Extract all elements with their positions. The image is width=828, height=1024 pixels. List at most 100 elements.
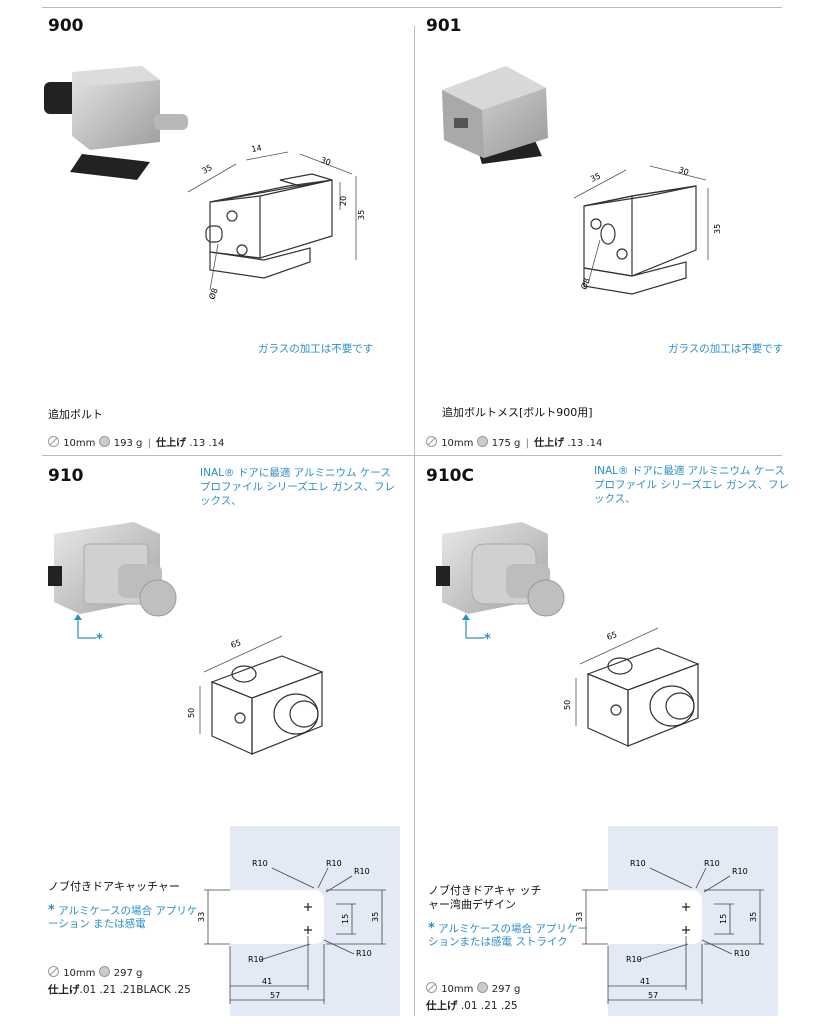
radius-label: R10 bbox=[356, 949, 372, 958]
glass-thickness-icon bbox=[426, 436, 437, 447]
dim-label: 15 bbox=[719, 914, 728, 924]
radius-label: R10 bbox=[630, 859, 646, 868]
dim-label: 57 bbox=[648, 991, 658, 1000]
product-code: 900 bbox=[48, 16, 84, 36]
product-code: 910 bbox=[48, 466, 84, 486]
dim-label: 30 bbox=[319, 155, 332, 167]
dim-label: 65 bbox=[606, 630, 619, 642]
dim-label: 33 bbox=[197, 912, 206, 922]
product-photo-910C bbox=[436, 522, 565, 617]
finish-label: 仕上げ bbox=[534, 438, 565, 449]
asterisk-mark: * bbox=[484, 632, 491, 647]
dim-label: 65 bbox=[230, 638, 243, 650]
product-name: 追加ボルト bbox=[48, 408, 103, 421]
weight-icon bbox=[476, 982, 488, 993]
radius-label: R10 bbox=[704, 859, 720, 868]
asterisk-pointer bbox=[462, 614, 484, 639]
application-note: INAL® ドアに最適 アルミニウム ケースプロファイル シリーズエレ ガンス、… bbox=[200, 467, 395, 507]
dim-label: 35 bbox=[201, 163, 214, 176]
finish-codes: .01 .21 .25 bbox=[460, 1000, 518, 1012]
dim-label: 35 bbox=[357, 210, 366, 220]
technical-drawing-910: 65 50 bbox=[187, 635, 324, 755]
finish-label: 仕上げ bbox=[156, 438, 187, 449]
top-divider bbox=[42, 7, 782, 8]
dim-label: 30 bbox=[677, 165, 689, 177]
finish-label: 仕上げ bbox=[426, 1000, 458, 1012]
product-spec: 10mm 297 g bbox=[426, 982, 520, 995]
application-note: INAL® ドアに最適 アルミニウム ケースプロファイル シリーズエレ ガンス、… bbox=[594, 465, 789, 505]
weight: 297 g bbox=[113, 968, 143, 979]
dim-label: 50 bbox=[187, 708, 196, 718]
middle-divider bbox=[42, 455, 782, 456]
glass-cut-template-910: R10 R10 R10 R10 R10 33 15 35 41 57 bbox=[197, 826, 400, 1016]
product-name: ノブ付きドアキャッチャー bbox=[48, 880, 180, 893]
vertical-divider bbox=[414, 26, 415, 1016]
dim-label: 57 bbox=[270, 991, 280, 1000]
glass-thickness-icon bbox=[48, 966, 59, 977]
dim-label: 35 bbox=[749, 912, 758, 922]
dim-label: 14 bbox=[251, 143, 263, 154]
finish-codes: .01 .21 .21BLACK .25 bbox=[79, 984, 191, 996]
glass-thickness: 10mm bbox=[63, 438, 96, 449]
dim-label: 15 bbox=[341, 914, 350, 924]
processing-note: ガラスの加工は不要です bbox=[668, 343, 784, 355]
technical-drawing-910C: 65 50 bbox=[563, 627, 700, 747]
product-spec: 10mm 193 g | 仕上げ .13 .14 bbox=[48, 434, 224, 449]
product-photo-901 bbox=[442, 66, 548, 164]
product-photo-910 bbox=[48, 522, 177, 617]
finish-codes: .13 .14 bbox=[567, 438, 603, 449]
dim-label: Ø8 bbox=[206, 287, 219, 301]
radius-label: R10 bbox=[626, 955, 642, 964]
finish-label: 仕上げ bbox=[48, 984, 80, 996]
dim-label: 35 bbox=[589, 171, 602, 183]
weight: 193 g bbox=[113, 438, 143, 449]
product-code: 910C bbox=[426, 466, 474, 486]
radius-label: R10 bbox=[734, 949, 750, 958]
weight-icon bbox=[98, 436, 110, 447]
finish-codes: .13 .14 bbox=[189, 438, 225, 449]
product-code: 901 bbox=[426, 16, 462, 36]
dim-label: 33 bbox=[575, 912, 584, 922]
weight: 297 g bbox=[491, 984, 521, 995]
product-name: 追加ボルトメス[ボルト900用] bbox=[442, 406, 593, 419]
dim-label: Ø8 bbox=[578, 277, 591, 291]
asterisk-note: * アルミケースの場合 アプリケーション または感電 bbox=[48, 904, 198, 931]
weight-icon bbox=[476, 436, 488, 447]
glass-thickness: 10mm bbox=[441, 438, 474, 449]
glass-thickness: 10mm bbox=[441, 984, 474, 995]
product-finish: 仕上げ.01 .21 .21BLACK .25 bbox=[48, 982, 191, 997]
glass-thickness-icon bbox=[48, 436, 59, 447]
glass-cut-template-910C: R10 R10 R10 R10 R10 33 15 35 41 57 bbox=[575, 826, 778, 1016]
product-spec: 10mm 175 g | 仕上げ .13 .14 bbox=[426, 434, 602, 449]
product-name: ノブ付きドアキャ ッチャー湾曲デザイン bbox=[428, 884, 542, 911]
product-photo-900 bbox=[44, 66, 188, 180]
asterisk-mark: * bbox=[428, 921, 435, 936]
radius-label: R10 bbox=[354, 867, 370, 876]
technical-drawing-900: 35 14 30 20 35 Ø8 bbox=[187, 143, 366, 301]
asterisk-mark: * bbox=[96, 632, 103, 647]
asterisk-note-text: アルミケースの場合 アプリケーションまたは感電 ストライク bbox=[428, 923, 588, 948]
dim-label: 35 bbox=[713, 224, 722, 234]
radius-label: R10 bbox=[732, 867, 748, 876]
glass-thickness-icon bbox=[426, 982, 437, 993]
dim-label: 41 bbox=[640, 977, 650, 986]
weight-icon bbox=[98, 966, 110, 977]
processing-note: ガラスの加工は不要です bbox=[258, 343, 374, 355]
asterisk-pointer bbox=[74, 614, 96, 639]
dim-label: 50 bbox=[563, 700, 572, 710]
asterisk-note-text: アルミケースの場合 アプリケーション または感電 bbox=[48, 905, 198, 930]
weight: 175 g bbox=[491, 438, 521, 449]
product-finish: 仕上げ .01 .21 .25 bbox=[426, 998, 518, 1013]
radius-label: R10 bbox=[326, 859, 342, 868]
dim-label: 35 bbox=[371, 912, 380, 922]
radius-label: R10 bbox=[248, 955, 264, 964]
asterisk-mark: * bbox=[48, 903, 55, 918]
technical-drawing-901: 35 30 35 Ø8 bbox=[573, 165, 722, 295]
glass-thickness: 10mm bbox=[63, 968, 96, 979]
radius-label: R10 bbox=[252, 859, 268, 868]
dim-label: 20 bbox=[339, 196, 348, 206]
product-spec: 10mm 297 g bbox=[48, 966, 142, 979]
asterisk-note: * アルミケースの場合 アプリケーションまたは感電 ストライク bbox=[428, 922, 598, 949]
dim-label: 41 bbox=[262, 977, 272, 986]
